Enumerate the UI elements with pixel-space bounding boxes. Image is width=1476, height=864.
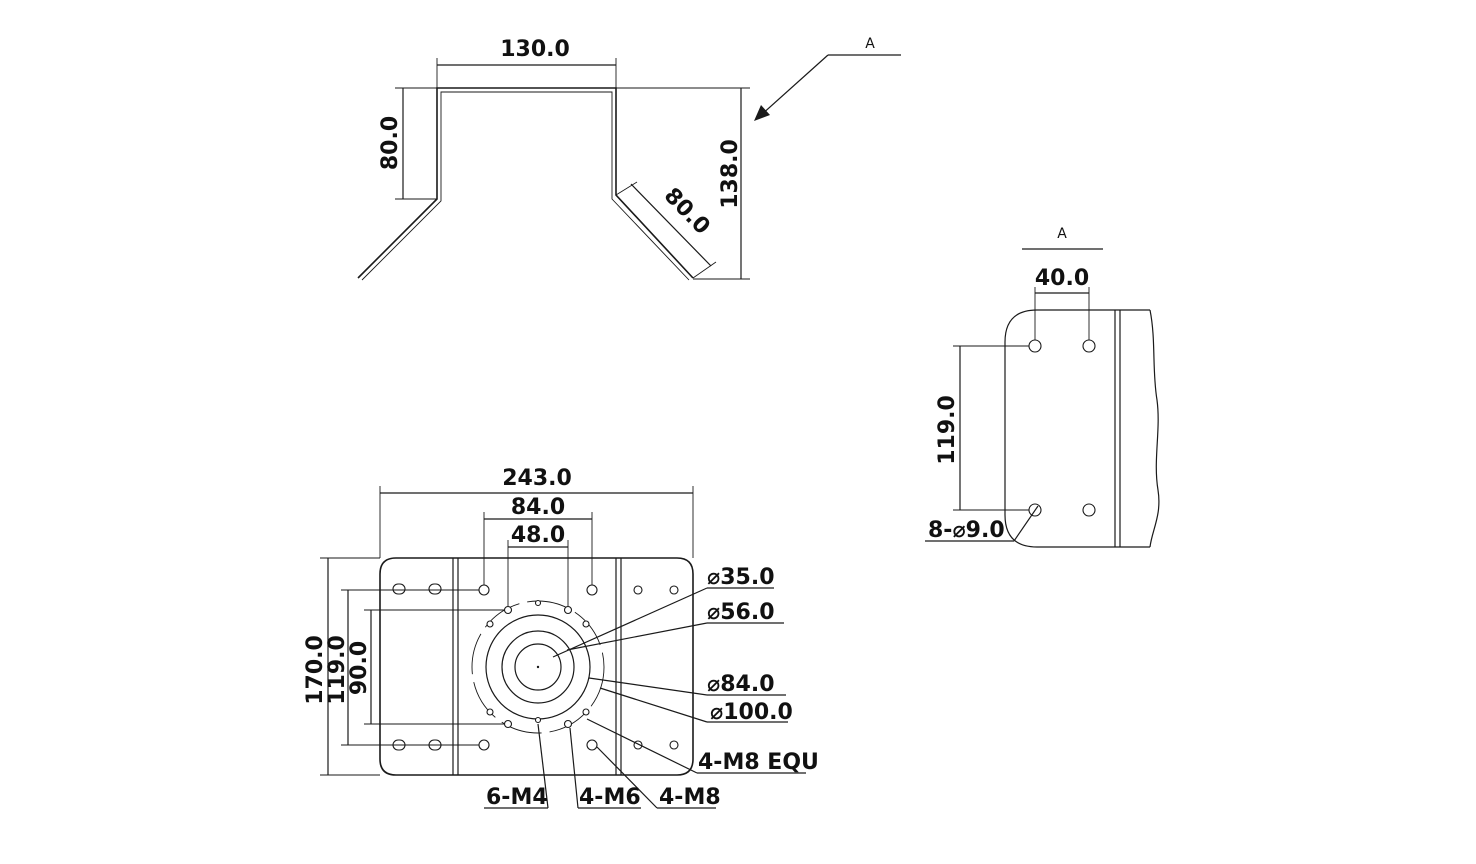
plan-hole-right-flange: [633, 585, 643, 595]
plan-hole-m6: [563, 605, 573, 615]
dim-90-label: 90.0: [347, 641, 372, 695]
dim-80-flange-ext-top: [615, 181, 638, 196]
dim-80-left-label: 80.0: [378, 116, 403, 170]
detail-break-line: [1149, 309, 1160, 548]
plan-hole-right-flange: [669, 585, 679, 595]
dim-80-flange-line: [630, 183, 712, 267]
m8-label: 4-M8: [659, 785, 721, 810]
view-a-marker-label: A: [865, 36, 875, 52]
detail-hole: [1082, 503, 1096, 517]
detail-plate-outline: [1004, 309, 1150, 548]
detail-hole: [1082, 339, 1096, 353]
plan-hole-m4: [486, 620, 494, 628]
dim-130-label: 130.0: [500, 37, 570, 62]
dim-84-label: 84.0: [511, 495, 565, 520]
m6-leader: [569, 727, 579, 809]
holes-callout-label: 8-⌀9.0: [928, 518, 1005, 543]
dia-100-leader: [599, 687, 708, 723]
dia-56-label: ⌀56.0: [707, 600, 775, 625]
dim-119-plan-label: 119.0: [325, 635, 350, 705]
m8-leader: [596, 746, 658, 809]
side-view: 130.0 80.0 138.0 80.0 A: [357, 36, 901, 281]
m6-label: 4-M6: [579, 785, 641, 810]
plan-center-point: [536, 665, 540, 669]
detail-view-a: A 40.0 119.0 8-⌀9.0: [925, 226, 1160, 548]
detail-hole: [1028, 339, 1042, 353]
plan-view: 243.0 84.0 48.0 170.0 119.0 90.0 ⌀35.0 ⌀: [303, 466, 819, 810]
plan-plate-outline: [379, 557, 694, 776]
dia-56-leader: [566, 622, 708, 651]
dia-35-leader: [552, 587, 708, 658]
dia-35-label: ⌀35.0: [707, 565, 775, 590]
plan-hole-m4: [534, 716, 542, 724]
plan-hole-m8: [586, 584, 598, 596]
m8-equ-leader: [586, 718, 698, 774]
dim-40-label: 40.0: [1035, 266, 1089, 291]
dia-100-label: ⌀100.0: [710, 700, 793, 725]
dia-84-leader: [588, 677, 708, 696]
dim-80-flange-label: 80.0: [659, 183, 715, 239]
plan-hole-m8: [586, 739, 598, 751]
dim-138-label: 138.0: [718, 139, 743, 209]
m4-label: 6-M4: [486, 785, 548, 810]
dim-243-label: 243.0: [502, 466, 572, 491]
dim-119-detail-label: 119.0: [935, 395, 960, 465]
view-a-arrowhead: [754, 105, 770, 121]
plan-hole-m6: [503, 605, 513, 615]
plan-slot: [428, 583, 442, 595]
detail-view-title: A: [1057, 226, 1067, 242]
holes-callout-leader: [1013, 505, 1039, 542]
dim-80-flange-ext-bottom: [692, 261, 717, 279]
plan-hole-m6: [503, 719, 513, 729]
bracket-profile-inner: [361, 91, 690, 281]
plan-hole-right-flange: [669, 740, 679, 750]
plan-circle-dia-56: [501, 630, 575, 704]
dia-84-label: ⌀84.0: [707, 672, 775, 697]
m8-equ-label: 4-M8 EQU: [698, 750, 819, 775]
plan-hole-m8: [478, 739, 490, 751]
dim-48-label: 48.0: [511, 523, 565, 548]
view-a-arrow-shaft: [759, 54, 829, 117]
plan-hole-m4: [534, 599, 542, 607]
plan-hole-m4: [582, 620, 590, 628]
plan-hole-m8: [478, 584, 490, 596]
m4-leader: [537, 723, 549, 809]
plan-hole-m4: [582, 708, 590, 716]
plan-hole-m6: [563, 719, 573, 729]
bracket-profile-outer: [357, 87, 694, 279]
dim-170-label: 170.0: [303, 635, 328, 705]
plan-hole-m4: [486, 708, 494, 716]
plan-circle-dia-35: [514, 643, 562, 691]
plan-slot: [392, 583, 406, 595]
